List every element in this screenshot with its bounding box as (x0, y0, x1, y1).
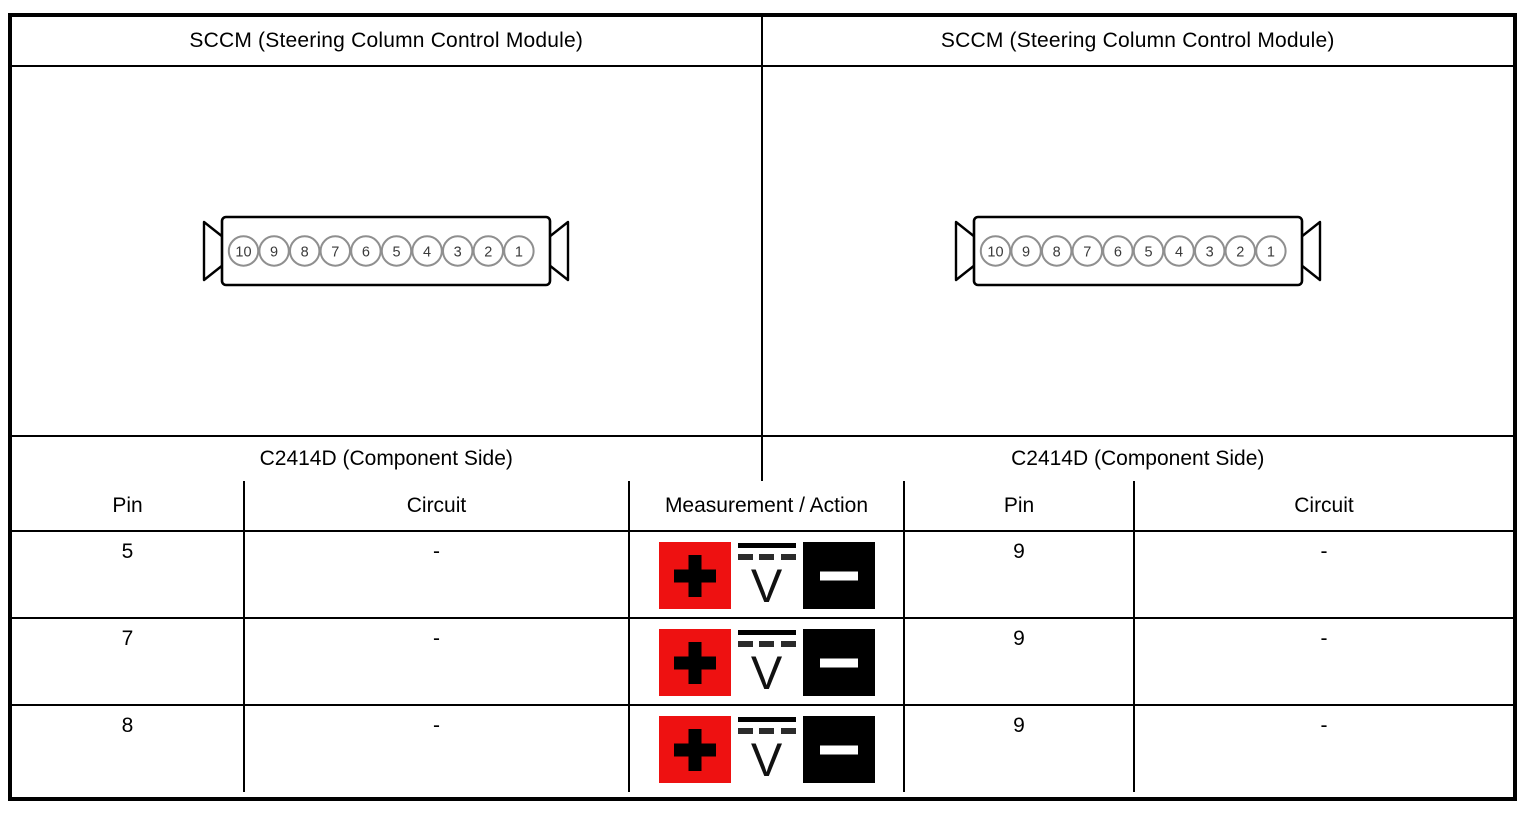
svg-text:5: 5 (393, 245, 401, 261)
volt-letter: V (750, 733, 783, 786)
svg-text:5: 5 (1144, 245, 1152, 261)
pin-number-labels: 10 9 8 7 6 5 4 3 2 1 (236, 245, 524, 261)
connector-panels: SCCM (Steering Column Control Module) (12, 17, 1513, 481)
header-circuit-left: Circuit (243, 481, 630, 532)
measurement-cell: V (628, 530, 905, 619)
pin-right-cell: 9 (903, 704, 1135, 792)
circuit-right-cell: - (1133, 617, 1513, 706)
header-circuit-right: Circuit (1133, 481, 1513, 532)
dc-solid-bar (737, 630, 796, 635)
svg-text:9: 9 (1022, 245, 1030, 261)
module-title-left: SCCM (Steering Column Control Module) (12, 17, 761, 67)
svg-text:6: 6 (1114, 245, 1122, 261)
connector-10pin-icon: 10 9 8 7 6 5 4 3 2 1 (954, 215, 1321, 287)
svg-text:6: 6 (362, 245, 370, 261)
dc-dashed-bar (737, 728, 796, 734)
dc-dashed-bar (737, 641, 796, 647)
dc-voltage-icon: V (737, 716, 796, 786)
multimeter-leads: V (630, 542, 903, 611)
connector-id-left: C2414D (Component Side) (12, 435, 761, 481)
measurement-cell: V (628, 617, 905, 706)
dc-voltage-icon: V (737, 629, 796, 699)
connector-id-right: C2414D (Component Side) (762, 435, 1513, 481)
connector-10pin-icon: 10 9 8 7 6 5 4 3 2 1 (203, 215, 570, 287)
circuit-right-cell: - (1133, 530, 1513, 619)
dc-solid-bar (737, 543, 796, 548)
negative-lead-icon (802, 629, 875, 696)
svg-text:3: 3 (1205, 245, 1213, 261)
svg-text:7: 7 (332, 245, 340, 261)
pin-cavity-circles (979, 235, 1287, 267)
svg-text:7: 7 (1083, 245, 1091, 261)
header-pin-left: Pin (12, 481, 245, 532)
header-pin-right: Pin (903, 481, 1135, 532)
pin-measurement-table: Pin Circuit Measurement / Action Pin Cir… (12, 481, 1513, 792)
positive-lead-icon (658, 629, 731, 696)
svg-text:1: 1 (1267, 245, 1275, 261)
multimeter-leads: V (630, 716, 903, 785)
svg-text:8: 8 (1052, 245, 1060, 261)
connector-diagram-right: 10 9 8 7 6 5 4 3 2 1 (763, 67, 1514, 435)
connector-panel-right: SCCM (Steering Column Control Module) (762, 17, 1514, 481)
table-row: 8 - V 9 - (12, 704, 1513, 792)
circuit-left-cell: - (243, 530, 630, 619)
svg-text:2: 2 (485, 245, 493, 261)
pin-number-labels: 10 9 8 7 6 5 4 3 2 1 (987, 245, 1275, 261)
svg-text:10: 10 (987, 245, 1003, 261)
svg-text:2: 2 (1236, 245, 1244, 261)
dc-solid-bar (737, 717, 796, 722)
negative-lead-icon (802, 716, 875, 783)
dc-dashed-bar (737, 554, 796, 560)
pin-right-cell: 9 (903, 617, 1135, 706)
svg-text:9: 9 (270, 245, 278, 261)
circuit-right-cell: - (1133, 704, 1513, 792)
svg-text:1: 1 (515, 245, 523, 261)
table-row: 7 - V 9 - (12, 617, 1513, 706)
svg-text:4: 4 (423, 245, 431, 261)
pin-cavity-circles (228, 235, 535, 267)
pin-left-cell: 7 (12, 617, 245, 706)
positive-lead-icon (658, 716, 731, 783)
volt-letter: V (750, 559, 783, 612)
svg-text:3: 3 (454, 245, 462, 261)
connector-diagram-left: 10 9 8 7 6 5 4 3 2 1 (12, 67, 761, 435)
svg-text:8: 8 (301, 245, 309, 261)
connector-panel-left: SCCM (Steering Column Control Module) (12, 17, 763, 481)
pin-left-cell: 5 (12, 530, 245, 619)
pinout-test-chart: SCCM (Steering Column Control Module) (8, 13, 1517, 801)
circuit-left-cell: - (243, 617, 630, 706)
table-header-row: Pin Circuit Measurement / Action Pin Cir… (12, 481, 1513, 532)
circuit-left-cell: - (243, 704, 630, 792)
svg-text:4: 4 (1175, 245, 1183, 261)
multimeter-leads: V (630, 629, 903, 698)
measurement-cell: V (628, 704, 905, 792)
positive-lead-icon (658, 542, 731, 609)
negative-lead-icon (802, 542, 875, 609)
module-title-right: SCCM (Steering Column Control Module) (762, 17, 1513, 67)
svg-text:10: 10 (236, 245, 252, 261)
table-row: 5 - V 9 - (12, 530, 1513, 619)
pin-right-cell: 9 (903, 530, 1135, 619)
volt-letter: V (750, 646, 783, 699)
pin-left-cell: 8 (12, 704, 245, 792)
header-measurement-action: Measurement / Action (628, 481, 905, 532)
dc-voltage-icon: V (737, 542, 796, 612)
